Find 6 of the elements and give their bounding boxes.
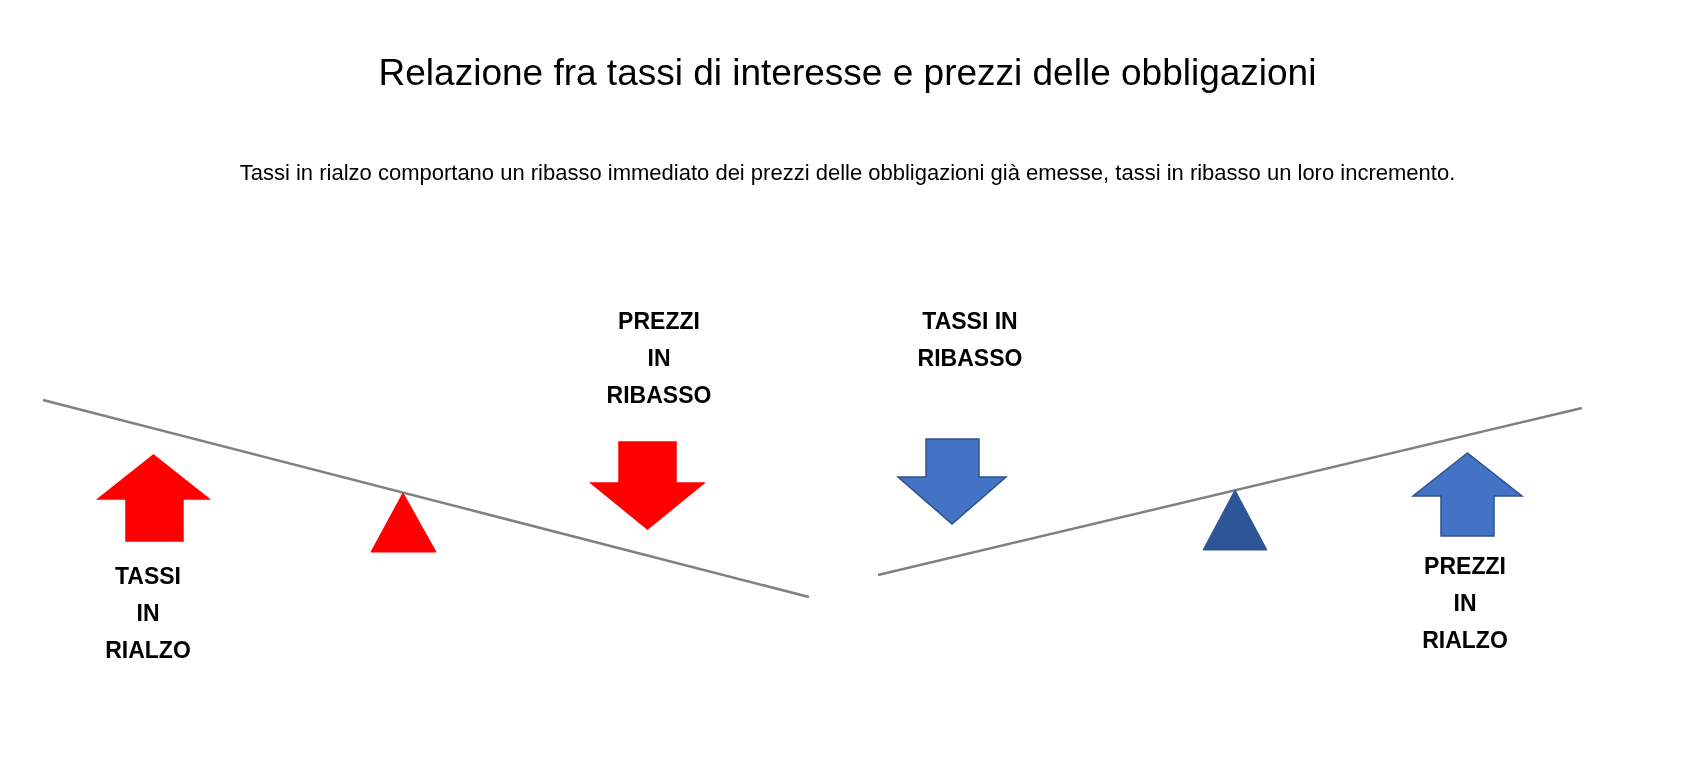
arrow-caption: PREZZI IN RIALZO (1422, 552, 1508, 655)
subtitle-text: Tassi in rialzo comportano un ribasso immediato dei prezzi delle obbligazioni già emesse, tassi in ribasso un loro incremento. (238, 160, 1457, 186)
arrow-caption: PREZZI IN RIBASSO (606, 307, 712, 410)
arrow-caption: TASSI IN RIBASSO (917, 307, 1023, 373)
arrow-caption: TASSI IN RIALZO (105, 562, 191, 665)
diagram-title: Relazione fra tassi di interesse e prezzi delle obbligazioni (377, 52, 1318, 94)
